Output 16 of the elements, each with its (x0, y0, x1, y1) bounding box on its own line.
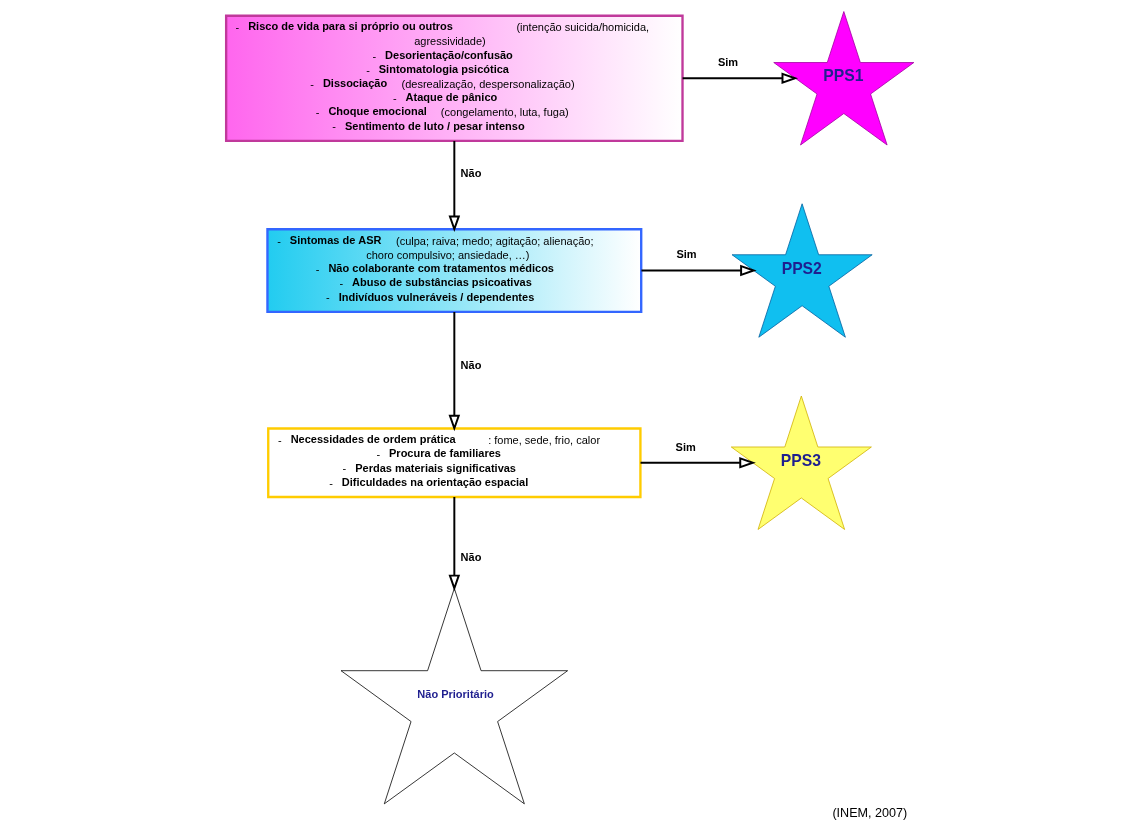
arrow (448, 140, 460, 233)
node-box: - Necessidades de ordem prática: fome, sede, frio, calor - Procura de familiares - Perdas materiais significativas - Dificuldades na orientação espacial (266, 427, 642, 499)
edge-label: Não (460, 166, 481, 179)
arrow (448, 311, 460, 432)
edge-label: Sim (675, 248, 697, 261)
arrow (639, 264, 757, 277)
arrow (681, 72, 798, 85)
caption: (INEM, 2007) (831, 806, 907, 821)
edge-label: Não (460, 551, 481, 564)
edge-label: Sim (675, 440, 696, 453)
edge-label: Não (460, 359, 481, 372)
edge-label: Sim (717, 56, 738, 69)
node-box: - Sintomas de ASR (culpa; raiva; medo; agitação; alienação; choro compulsivo; ansiedade, …) - Não colaborante com tratamentos médicos - Abuso de substâncias psicoativas - Indivíduos vulneráveis / dependentes (265, 228, 642, 313)
node-box: - Risco de vida para si próprio ou outros (intenção suicida/homicida, agressividade) - Desorientação/confusão - Sintomatologia psicótica - Dissociação (desrealização, despersonalização) - Ataque de pânico - Choque emocional (congelamento, luta, fuga) - Sentimento de luto / pesar intenso (224, 14, 684, 142)
arrow (448, 496, 460, 592)
arrow (639, 456, 756, 469)
